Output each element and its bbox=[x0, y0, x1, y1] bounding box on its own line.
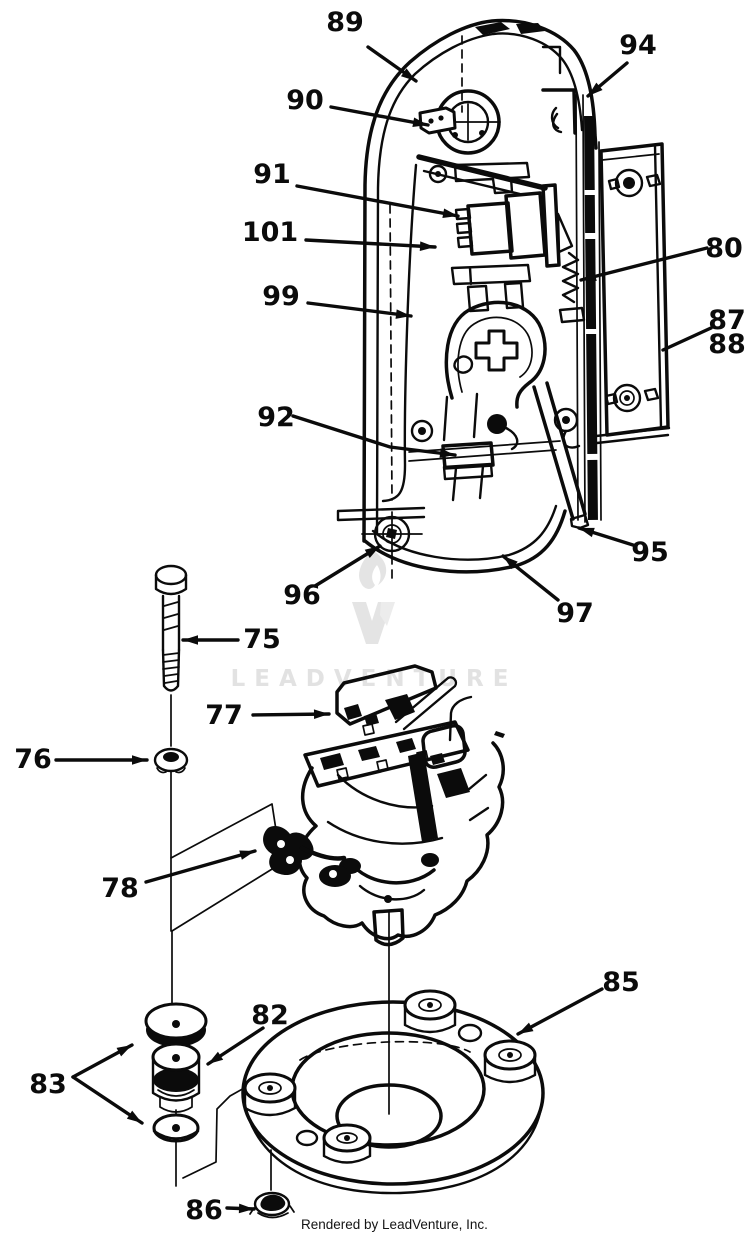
ring-grommet bbox=[403, 989, 457, 1034]
callout-arrowhead-83 bbox=[116, 1045, 132, 1057]
footer-text: Rendered by LeadVenture, Inc. bbox=[301, 1217, 488, 1232]
callout-leader-99 bbox=[306, 301, 413, 318]
callout-arrowhead-80 bbox=[581, 271, 597, 281]
part-78-clamp bbox=[263, 826, 351, 887]
callout-arrowhead-89 bbox=[400, 68, 416, 81]
callout-label-91: 91 bbox=[253, 159, 291, 190]
mounting-ring-drawing bbox=[241, 989, 545, 1195]
callout-arrowhead-85 bbox=[518, 1022, 534, 1034]
callout-label-101: 101 bbox=[242, 217, 298, 248]
callout-leader-87 bbox=[661, 326, 713, 352]
callout-arrowhead-75 bbox=[183, 635, 198, 645]
part-90-clip bbox=[418, 106, 457, 135]
part-75-bolt-drawing bbox=[154, 564, 188, 692]
callout-label-82: 82 bbox=[251, 1000, 289, 1031]
washer-stack-drawing bbox=[144, 1002, 208, 1187]
callout-label-94: 94 bbox=[619, 30, 657, 61]
callout-arrowhead-90 bbox=[412, 117, 428, 127]
part-86-nut-drawing bbox=[249, 1191, 295, 1219]
callout-leader-80 bbox=[579, 246, 709, 282]
ring-grommet bbox=[483, 1039, 537, 1084]
callout-arrowhead-91 bbox=[442, 208, 458, 218]
callout-arrowhead-78 bbox=[239, 850, 255, 860]
callout-arrowhead-86 bbox=[238, 1203, 254, 1214]
watermark-text: LEADVENTURE bbox=[231, 666, 518, 692]
callout-arrowhead-97 bbox=[503, 556, 518, 570]
callout-label-90: 90 bbox=[286, 85, 324, 116]
callout-leader-85 bbox=[516, 987, 604, 1036]
part-87-88-plate bbox=[594, 142, 671, 445]
part-80-spring bbox=[561, 251, 580, 304]
callout-label-80: 80 bbox=[705, 233, 743, 264]
part-95-handle bbox=[532, 381, 590, 530]
callout-arrowhead-99 bbox=[395, 309, 411, 319]
callout-label-95: 95 bbox=[631, 537, 669, 568]
callout-label-83: 83 bbox=[29, 1069, 67, 1100]
callout-label-89: 89 bbox=[326, 7, 364, 38]
callout-leader-90 bbox=[329, 105, 430, 127]
callout-arrowhead-101 bbox=[419, 241, 435, 251]
callout-label-75: 75 bbox=[243, 624, 281, 655]
callout-arrowhead-76 bbox=[132, 755, 147, 765]
callout-leader-78 bbox=[144, 849, 257, 884]
ring-grommet bbox=[322, 1123, 372, 1164]
callout-label-87: 87 bbox=[708, 305, 746, 336]
callout-arrowhead-94 bbox=[588, 82, 603, 96]
callout-label-99: 99 bbox=[262, 281, 300, 312]
callout-arrowhead-82 bbox=[208, 1051, 224, 1064]
callout-label-97: 97 bbox=[556, 598, 594, 629]
callout-leader-92 bbox=[291, 414, 457, 457]
callout-arrowhead-77 bbox=[313, 709, 329, 719]
watermark-logo bbox=[352, 550, 395, 644]
part-97-skirt bbox=[363, 509, 567, 574]
part-96-bolt bbox=[361, 511, 423, 581]
callout-label-78: 78 bbox=[101, 873, 139, 904]
callout-label-88: 88 bbox=[708, 329, 746, 360]
engine-assembly-drawing bbox=[263, 664, 505, 947]
callout-arrowhead-96 bbox=[364, 546, 380, 558]
callout-arrowhead-92 bbox=[439, 448, 455, 458]
callout-arrowhead-83 bbox=[126, 1110, 142, 1123]
callout-label-92: 92 bbox=[257, 402, 295, 433]
callout-label-96: 96 bbox=[283, 580, 321, 611]
callout-label-86: 86 bbox=[185, 1195, 223, 1226]
callout-label-77: 77 bbox=[205, 700, 243, 731]
callout-label-85: 85 bbox=[602, 967, 640, 998]
callout-leader-101 bbox=[304, 238, 437, 249]
callout-label-76: 76 bbox=[14, 744, 52, 775]
part-76-nut-drawing bbox=[153, 747, 189, 774]
part-94-bracket bbox=[541, 88, 577, 135]
callout-arrowhead-95 bbox=[579, 527, 595, 538]
blower-housing-drawing bbox=[336, 18, 671, 581]
callout-leader-91 bbox=[295, 184, 460, 218]
ring-grommet bbox=[243, 1072, 297, 1117]
